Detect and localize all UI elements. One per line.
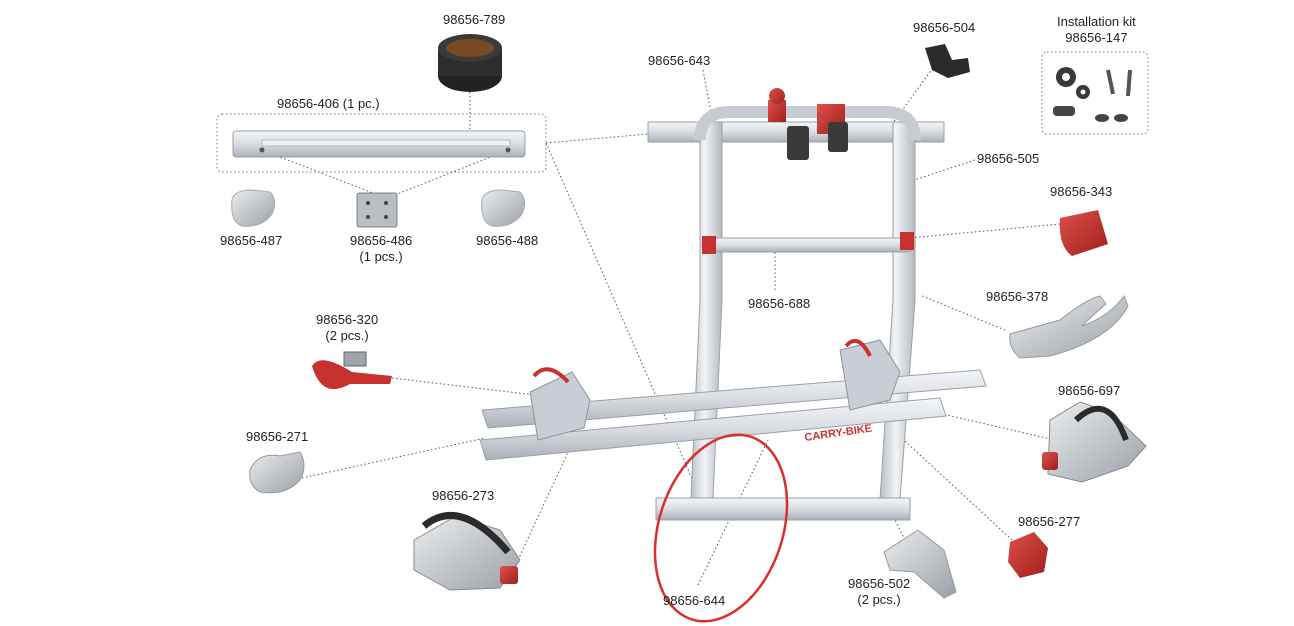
part-label-98656-406: 98656-406 (1 pc.) xyxy=(277,96,380,111)
red-strap-320-part xyxy=(312,351,392,390)
part-label-98656-504: 98656-504 xyxy=(913,20,976,35)
rail-group-frame xyxy=(216,113,547,173)
bike-carrier-main xyxy=(479,88,987,521)
grey-cap-271-part xyxy=(249,451,305,494)
highlight-ellipse xyxy=(653,433,789,623)
part-label-98656-320: 98656-320(2 pcs.) xyxy=(316,312,379,343)
bracket-504-part xyxy=(925,44,970,78)
wheel-holder-697-part xyxy=(1042,401,1147,483)
part-label-98656-271: 98656-271 xyxy=(246,429,309,444)
part-label-98656-644: 98656-644 xyxy=(663,593,726,608)
part-label-98656-502: 98656-502(2 pcs.) xyxy=(848,576,911,607)
part-label-98656-697: 98656-697 xyxy=(1058,383,1121,398)
end-cap-left-part xyxy=(231,189,276,227)
part-label-98656-486: 98656-486(1 pcs.) xyxy=(350,233,413,264)
part-label-98656-378: 98656-378 xyxy=(986,289,1049,304)
part-label-98656-343: 98656-343 xyxy=(1050,184,1113,199)
mounting-plate-part xyxy=(356,192,398,228)
wheel-holder-273-part xyxy=(413,512,521,591)
part-label-98656-643: 98656-643 xyxy=(648,53,711,68)
installation-kit-frame xyxy=(1041,51,1149,135)
part-label-98656-688: 98656-688 xyxy=(748,296,811,311)
fork-378-part xyxy=(1009,294,1129,359)
bracket-502-part xyxy=(883,529,957,599)
red-block-343-part xyxy=(1059,210,1108,256)
red-knob-277-part xyxy=(1008,532,1048,578)
rubber-ring-part xyxy=(438,34,502,92)
end-cap-right-part xyxy=(481,189,526,227)
part-label-98656-273: 98656-273 xyxy=(432,488,495,503)
part-label-98656-487: 98656-487 xyxy=(220,233,283,248)
part-label-98656-488: 98656-488 xyxy=(476,233,539,248)
part-label-98656-277: 98656-277 xyxy=(1018,514,1081,529)
mounting-rail-part xyxy=(232,130,526,158)
part-label-98656-789: 98656-789 xyxy=(443,12,506,27)
installation-kit-part xyxy=(1053,67,1132,122)
part-label-98656-505: 98656-505 xyxy=(977,151,1040,166)
